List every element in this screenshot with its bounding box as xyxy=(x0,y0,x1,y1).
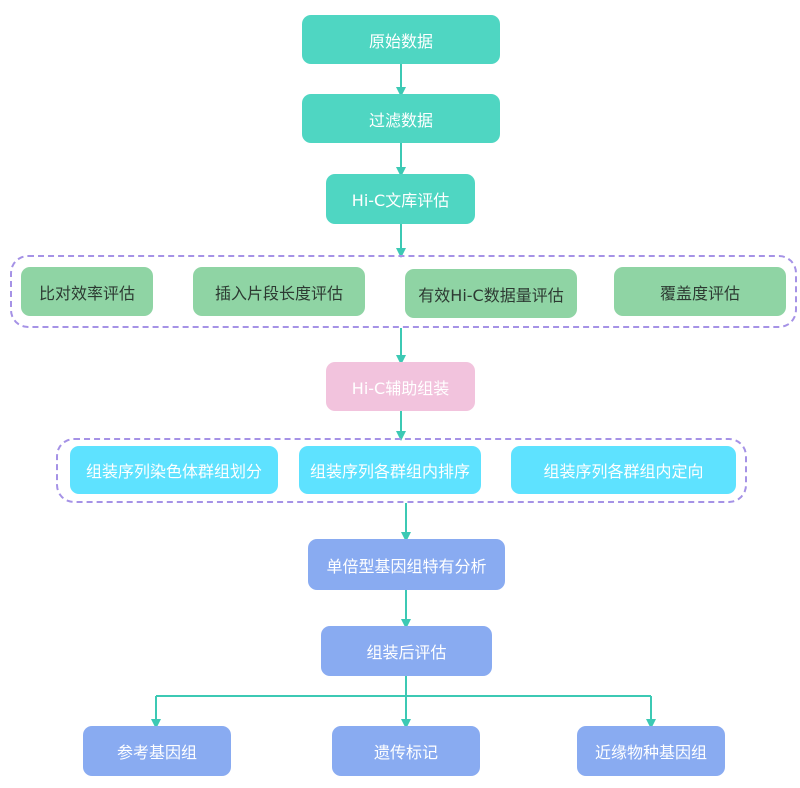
assembly-steps-group-frame xyxy=(56,438,747,503)
comparison-efficiency-node: 比对效率评估 xyxy=(21,267,153,316)
haplotype-analysis-node: 单倍型基因组特有分析 xyxy=(308,539,505,590)
hic-library-evaluation-node: Hi-C文库评估 xyxy=(326,174,475,224)
evaluation-group-frame xyxy=(10,255,797,328)
insert-fragment-length-node: 插入片段长度评估 xyxy=(193,267,365,316)
coverage-evaluation-node: 覆盖度评估 xyxy=(614,267,786,316)
intra-group-sorting-node: 组装序列各群组内排序 xyxy=(299,446,481,494)
chromosome-grouping-node: 组装序列染色体群组划分 xyxy=(70,446,278,494)
effective-hic-volume-node: 有效Hi-C数据量评估 xyxy=(405,269,577,318)
genetic-marker-node: 遗传标记 xyxy=(332,726,480,776)
related-species-genome-node: 近缘物种基因组 xyxy=(577,726,725,776)
hic-assisted-assembly-node: Hi-C辅助组装 xyxy=(326,362,475,411)
post-assembly-evaluation-node: 组装后评估 xyxy=(321,626,492,676)
raw-data-node: 原始数据 xyxy=(302,15,500,64)
intra-group-orientation-node: 组装序列各群组内定向 xyxy=(511,446,736,494)
reference-genome-node: 参考基因组 xyxy=(83,726,231,776)
filter-data-node: 过滤数据 xyxy=(302,94,500,143)
